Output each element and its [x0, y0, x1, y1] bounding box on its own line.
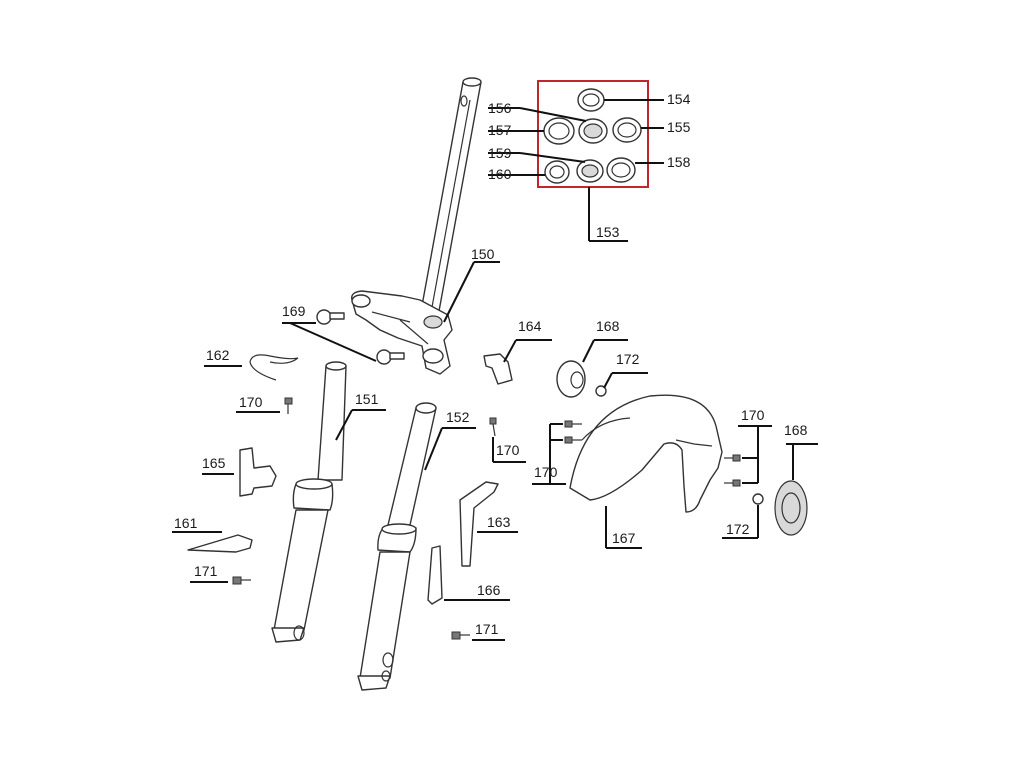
label-158: 158	[667, 154, 691, 170]
part-number-labels: 150 151 152 153 154 155 156 157 158 159 …	[174, 91, 808, 637]
screw-171	[232, 576, 470, 640]
label-169: 169	[282, 303, 306, 319]
wire-clip-162	[249, 354, 299, 381]
label-152: 152	[446, 409, 470, 425]
label-162: 162	[206, 347, 230, 363]
label-161: 161	[174, 515, 198, 531]
label-160: 160	[488, 166, 512, 182]
bracket-164	[483, 353, 513, 385]
leader-lines	[172, 99, 818, 641]
label-167: 167	[612, 530, 636, 546]
label-154: 154	[667, 91, 691, 107]
label-157: 157	[488, 122, 512, 138]
label-171-left: 171	[194, 563, 218, 579]
hose-guide-163	[459, 481, 499, 567]
label-155: 155	[667, 119, 691, 135]
label-170-fender-left: 170	[534, 464, 558, 480]
screw-170	[284, 397, 741, 487]
label-171-right: 171	[475, 621, 499, 637]
label-153: 153	[596, 224, 620, 240]
label-170-left: 170	[239, 394, 263, 410]
front-fender	[569, 394, 723, 513]
label-166: 166	[477, 582, 501, 598]
label-172-bottom: 172	[726, 521, 750, 537]
label-172-top: 172	[616, 351, 640, 367]
label-170-center: 170	[496, 442, 520, 458]
nut-172	[595, 385, 764, 505]
bracket-166	[427, 545, 443, 605]
label-151: 151	[355, 391, 379, 407]
label-163: 163	[487, 514, 511, 530]
label-168-top: 168	[596, 318, 620, 334]
label-156: 156	[488, 100, 512, 116]
bolt-169	[316, 309, 405, 365]
label-170-fender-right: 170	[741, 407, 765, 423]
label-159: 159	[488, 145, 512, 161]
label-168-right: 168	[784, 422, 808, 438]
bearing-kit-parts	[543, 88, 642, 184]
reflector-161	[187, 534, 253, 553]
bearing-kit-highlight-box	[537, 80, 649, 188]
label-150: 150	[471, 246, 495, 262]
fork-leg-left	[271, 361, 347, 643]
hub-cover-168	[556, 360, 808, 536]
fork-leg-right	[357, 402, 437, 691]
bracket-165	[239, 447, 277, 497]
label-165: 165	[202, 455, 226, 471]
steering-stem	[351, 77, 482, 375]
label-164: 164	[518, 318, 542, 334]
